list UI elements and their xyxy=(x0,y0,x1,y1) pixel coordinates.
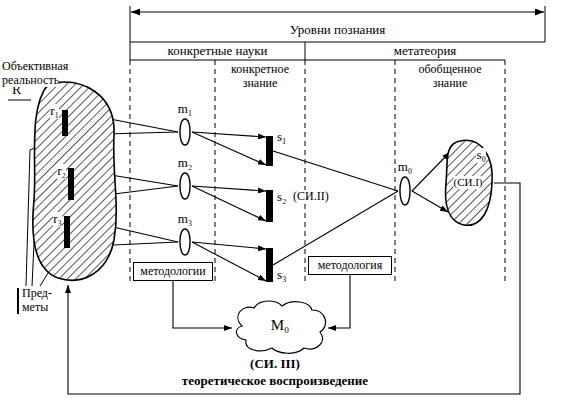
meta-methodology-cloud-path xyxy=(236,301,325,353)
connector-line xyxy=(328,275,350,328)
method-lens-path xyxy=(180,229,190,255)
connector-line xyxy=(192,132,266,165)
label-text: конкретные науки xyxy=(168,43,268,58)
header-label: метатеория xyxy=(305,44,545,59)
connector-line xyxy=(173,281,232,328)
methodology-box: методологии xyxy=(133,262,213,281)
method-lens: m₂ xyxy=(178,172,192,200)
meta-methodology-cloud: M₀ xyxy=(232,298,328,354)
connector xyxy=(328,275,350,328)
reality-region-outline xyxy=(28,80,120,285)
connector-line xyxy=(192,186,266,191)
knowledge-bar: s₂(СИ.II) xyxy=(266,190,273,222)
connector xyxy=(273,191,398,265)
general-knowledge-blob-path xyxy=(446,140,493,225)
label-text: метатеория xyxy=(394,43,457,58)
node-text: m₁ xyxy=(178,102,193,117)
method-lens-outline xyxy=(178,172,192,200)
connector-line xyxy=(412,191,448,212)
node-text: s₀ xyxy=(476,148,486,163)
connector-line xyxy=(273,151,398,191)
connector xyxy=(273,151,398,191)
header-label: обобщенное знание xyxy=(400,63,500,91)
connector xyxy=(173,281,232,328)
edge-label: теоретическое воспроизведение xyxy=(130,374,420,389)
method-lens-outline xyxy=(178,118,192,146)
node-text: (СИ.II) xyxy=(293,190,329,204)
label-text: конкретное знание xyxy=(231,62,289,90)
dashed-divider xyxy=(305,60,306,285)
object-bar: r₂ xyxy=(68,168,74,200)
label-text: Уровни познания xyxy=(290,22,386,37)
method-lens: m₃ xyxy=(178,228,192,256)
node-text: r₂ xyxy=(57,164,66,179)
label-text: обобщенное знание xyxy=(418,62,481,90)
object-bar: r₁ xyxy=(62,110,68,136)
node-text: r₃ xyxy=(53,212,62,227)
reality-region-path xyxy=(33,82,116,280)
dashed-divider xyxy=(395,60,396,285)
node-text: m₃ xyxy=(178,212,193,227)
node-text: s₂ xyxy=(277,190,287,205)
edge-label-text: теоретическое воспроизведение xyxy=(182,373,368,388)
header-label: конкретные науки xyxy=(130,44,305,59)
frame-line xyxy=(305,42,306,60)
node-text: s₃ xyxy=(277,268,287,283)
label-text: Пред- меты xyxy=(22,286,52,314)
leader-line xyxy=(8,100,31,101)
reality-region: Rr₁r₂r₃ xyxy=(28,80,120,285)
method-lens-outline xyxy=(398,176,412,206)
connector-line xyxy=(273,191,398,265)
region-label: Объективная реальность xyxy=(2,60,94,88)
method-lens: m₀ xyxy=(398,176,412,206)
node-text: r₁ xyxy=(50,104,59,119)
methodology-box: методология xyxy=(308,256,392,275)
object-bar: r₃ xyxy=(64,216,70,248)
header-label: Уровни познания xyxy=(130,23,545,38)
connector-line xyxy=(192,186,266,221)
node-text: m₂ xyxy=(178,156,193,171)
connector xyxy=(192,132,266,165)
dashed-divider xyxy=(505,60,506,285)
method-lens: m₁ xyxy=(178,118,192,146)
level-dividers xyxy=(130,60,505,285)
node-text: s₁ xyxy=(277,130,287,145)
knowledge-bar: s₃ xyxy=(266,248,273,282)
connector-line xyxy=(192,132,266,137)
objects-label: Пред- меты xyxy=(22,287,58,315)
objects-bar xyxy=(17,288,19,314)
node-text: методология xyxy=(318,259,382,273)
node-text: m₀ xyxy=(398,160,413,175)
method-lens-path xyxy=(180,173,190,199)
frame-line xyxy=(130,6,131,60)
node-text: методологии xyxy=(140,265,205,279)
header-label: конкретное знание xyxy=(215,63,305,91)
method-lens-outline xyxy=(178,228,192,256)
label-text: Объективная реальность xyxy=(2,59,68,87)
levels-arrow xyxy=(131,11,544,12)
node-text: M₀ xyxy=(271,317,290,334)
general-knowledge-blob: s₀ (СИ.I) xyxy=(442,138,494,228)
node-text: (СИ.I) xyxy=(453,176,482,189)
connector-line xyxy=(412,152,450,191)
frame-line xyxy=(130,60,505,61)
method-lens-path xyxy=(400,177,410,205)
connector xyxy=(192,186,266,221)
connector xyxy=(412,152,450,212)
dashed-divider xyxy=(130,60,131,285)
caption-label: (СИ. III) xyxy=(175,357,375,372)
label-text: (СИ. III) xyxy=(250,356,300,371)
method-lens-path xyxy=(180,119,190,145)
frame-line xyxy=(545,6,546,42)
dashed-divider xyxy=(215,60,216,285)
knowledge-bar: s₁ xyxy=(266,136,273,166)
